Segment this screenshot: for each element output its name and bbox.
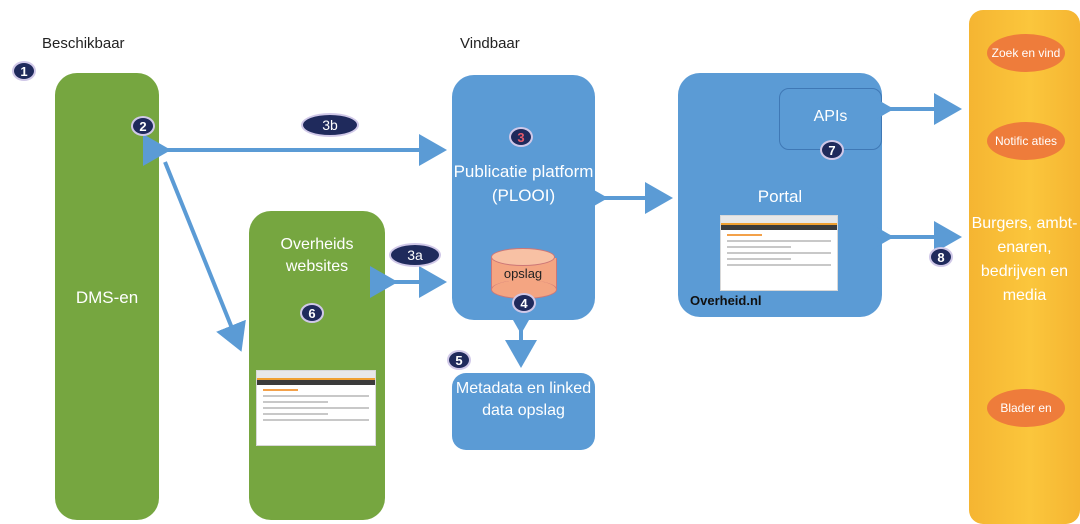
opslag-cylinder-top: [491, 248, 555, 266]
badge-7: 7: [820, 140, 844, 160]
users-node: [969, 10, 1080, 524]
pill-bladeren: Blader en: [987, 389, 1065, 427]
badge-5: 5: [447, 350, 471, 370]
badge-3a: 3a: [389, 243, 441, 267]
overheids-websites-label: Overheids websites: [280, 236, 354, 275]
badge-2: 2: [131, 116, 155, 136]
badge-4: 4: [512, 293, 536, 313]
dms-label: DMS-en: [75, 288, 139, 307]
heading-beschikbaar: Beschikbaar: [42, 35, 125, 52]
portal-label: Portal: [757, 187, 803, 206]
pill-notificaties: Notific aties: [987, 122, 1065, 160]
badge-6: 6: [300, 303, 324, 323]
pill-zoek-en-vind: Zoek en vind: [987, 34, 1065, 72]
dms-node: [55, 73, 159, 520]
metadata-node: [452, 373, 595, 450]
apis-label: APIs: [813, 108, 848, 125]
overheid-nl-label: Overheid.nl: [690, 293, 762, 308]
overheids-website-screenshot: [256, 370, 376, 446]
metadata-label: Metadata en linked data opslag: [455, 380, 592, 419]
plooi-label: Publicatie platform (PLOOI): [453, 162, 594, 205]
badge-1: 1: [12, 61, 36, 81]
badge-8: 8: [929, 247, 953, 267]
overheids-websites-node: [249, 211, 385, 520]
users-label: Burgers, ambt-enaren, bedrijven en media: [971, 215, 1078, 304]
portal-screenshot: [720, 215, 838, 291]
arrow-dms-websites: [163, 161, 246, 352]
badge-3: 3: [509, 127, 533, 147]
heading-vindbaar: Vindbaar: [460, 35, 520, 52]
badge-3b: 3b: [301, 113, 359, 137]
opslag-label: opslag: [503, 266, 543, 281]
